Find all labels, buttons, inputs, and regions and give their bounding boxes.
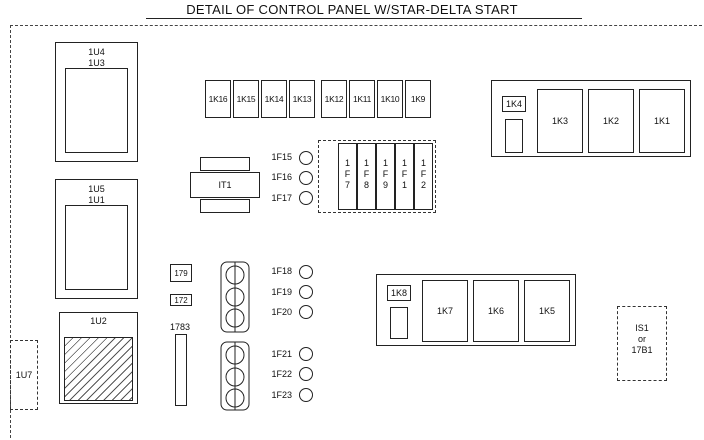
relay-1k14: 1K14: [261, 80, 287, 118]
aux-relay-1k8: 1K8: [387, 285, 411, 301]
fuse-1f17: [299, 191, 313, 205]
fuse-1f18-label: 1F18: [271, 266, 292, 276]
isolator-is1: IS1 or 17B1: [617, 306, 667, 381]
module-1u3: [65, 68, 128, 153]
module-1u5-label: 1U5: [88, 184, 105, 194]
relay-1k15: 1K15: [233, 80, 259, 118]
transformer-top-core: [200, 157, 250, 171]
isolator-label-line1: IS1: [635, 323, 649, 333]
fuse-1f19: [299, 285, 313, 299]
fuse-1f18: [299, 265, 313, 279]
module-1u2: 1U2: [59, 312, 138, 404]
module-1u5: 1U5 1U1: [55, 179, 138, 299]
fuse-1f22: [299, 367, 313, 381]
fuse-1f16: [299, 171, 313, 185]
contactor-1k6: 1K6: [473, 280, 519, 342]
contactor-1k1: 1K1: [639, 89, 685, 153]
aux-relay-1k4: 1K4: [502, 96, 526, 112]
relay-1k16: 1K16: [205, 80, 231, 118]
contactor-1k3: 1K3: [537, 89, 583, 153]
module-1u1-label: 1U1: [88, 195, 105, 205]
relay-1k9: 1K9: [405, 80, 431, 118]
fuse-1f15: [299, 151, 313, 165]
module-1u2-hatched-area: [64, 337, 133, 401]
contactor-group-bottom: 1K8 1K7 1K6 1K5: [376, 274, 576, 346]
contactor-group-top: 1K4 1K3 1K2 1K1: [491, 80, 691, 157]
module-1u4: 1U4 1U3: [55, 42, 138, 162]
part-1783: [175, 334, 187, 406]
fuse-1f22-label: 1F22: [271, 369, 292, 379]
contactor-1k2: 1K2: [588, 89, 634, 153]
isolator-label-line2: or: [637, 334, 646, 344]
fuse-1f23: [299, 388, 313, 402]
module-1u3-label: 1U3: [88, 58, 105, 68]
fuse-1f21: [299, 347, 313, 361]
fuse-1f17-label: 1F17: [271, 193, 292, 203]
fuse-1f15-label: 1F15: [271, 152, 292, 162]
diagram-title: DETAIL OF CONTROL PANEL W/STAR-DELTA STA…: [186, 2, 518, 17]
part-1783-label: 1783: [169, 322, 191, 332]
aux-relay-1k8-base: [390, 307, 408, 339]
fuse-1f16-label: 1F16: [271, 172, 292, 182]
relay-1k11: 1K11: [349, 80, 375, 118]
module-1u1: [65, 205, 128, 290]
part-172: 172: [170, 294, 192, 306]
fuse-1f19-label: 1F19: [271, 287, 292, 297]
contactor-1k5: 1K5: [524, 280, 570, 342]
fuse-1f20: [299, 305, 313, 319]
panel-outline: [10, 25, 702, 438]
relay-1k13: 1K13: [289, 80, 315, 118]
fuse-1f23-label: 1F23: [271, 390, 292, 400]
fuse-block-rail: [318, 140, 436, 213]
isolator-label-line3: 17B1: [631, 345, 653, 355]
module-1u7: 1U7: [10, 340, 38, 410]
module-1u2-label: 1U2: [90, 316, 107, 326]
title-underline: [146, 18, 582, 19]
contactor-1k7: 1K7: [422, 280, 468, 342]
fuse-1f20-label: 1F20: [271, 307, 292, 317]
relay-1k12: 1K12: [321, 80, 347, 118]
fuse-1f21-label: 1F21: [271, 349, 292, 359]
relay-1k10: 1K10: [377, 80, 403, 118]
module-1u4-label: 1U4: [88, 47, 105, 57]
aux-relay-1k4-base: [505, 119, 523, 153]
transformer-it1: IT1: [190, 172, 260, 198]
part-179: 179: [170, 264, 192, 282]
transformer-bottom-core: [200, 199, 250, 213]
module-1u7-label: 1U7: [15, 370, 33, 380]
